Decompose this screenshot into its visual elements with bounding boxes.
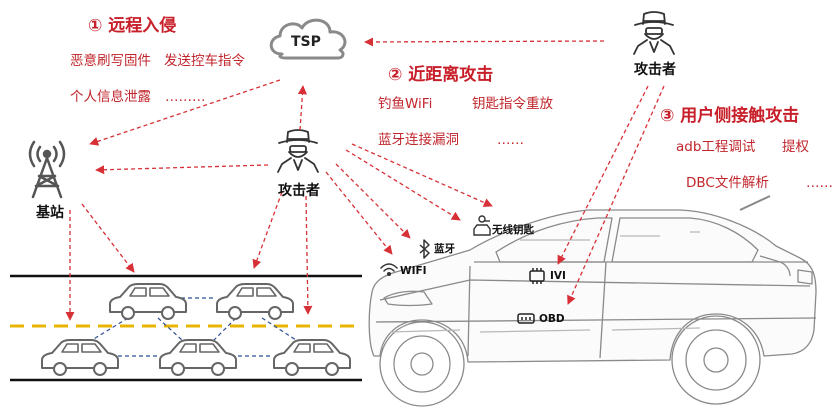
contact-item-ellipsis: …… xyxy=(806,175,833,191)
short-range-item-bluetooth: 蓝牙连接漏洞 xyxy=(378,132,459,148)
attacker-center-icon xyxy=(277,129,319,173)
ivi-chip-icon xyxy=(529,268,545,284)
obd-label: OBD xyxy=(539,313,565,325)
short-range-item-wifi: 钓鱼WiFi xyxy=(378,96,433,112)
attacker-center-label: 攻击者 xyxy=(278,183,320,199)
section-short-range-title: ② 近距离攻击 xyxy=(388,65,494,85)
remote-item-firmware: 恶意刷写固件 xyxy=(70,53,151,69)
wifi-label: WIFI xyxy=(400,265,427,277)
contact-item-adb: adb工程调试 xyxy=(676,139,756,155)
car-icon xyxy=(216,283,294,320)
attacker-top-label: 攻击者 xyxy=(634,62,676,78)
ivi-label: IVI xyxy=(550,270,566,282)
section-contact-title: ③ 用户侧接触攻击 xyxy=(660,106,800,126)
attacker-top-icon xyxy=(633,11,675,55)
contact-item-privilege: 提权 xyxy=(782,139,809,155)
wireframe-suv-icon xyxy=(368,195,817,407)
base-station-label: 基站 xyxy=(36,205,64,221)
car-icon xyxy=(273,339,351,376)
car-icon xyxy=(109,283,187,320)
section-remote-title: ① 远程入侵 xyxy=(88,16,177,36)
tsp-label: TSP xyxy=(291,34,321,50)
remote-item-command: 发送控车指令 xyxy=(164,53,245,69)
bluetooth-icon xyxy=(419,239,430,259)
car-key-icon xyxy=(473,215,491,236)
remote-item-ellipsis: ……… xyxy=(165,89,206,105)
contact-item-dbc: DBC文件解析 xyxy=(686,175,769,191)
attack-arrows xyxy=(65,37,665,321)
radio-tower-icon xyxy=(28,140,66,199)
car-icon xyxy=(41,339,119,376)
short-range-item-key-replay: 钥匙指令重放 xyxy=(472,96,553,112)
obd-port-icon xyxy=(517,313,535,324)
remote-item-privacy: 个人信息泄露 xyxy=(70,89,151,105)
wireless-key-label: 无线钥匙 xyxy=(492,224,534,236)
wifi-icon xyxy=(380,263,398,277)
car-icon xyxy=(159,339,237,376)
bluetooth-label: 蓝牙 xyxy=(434,243,455,255)
short-range-item-ellipsis: …… xyxy=(497,132,524,148)
cloud-icon xyxy=(269,18,347,60)
